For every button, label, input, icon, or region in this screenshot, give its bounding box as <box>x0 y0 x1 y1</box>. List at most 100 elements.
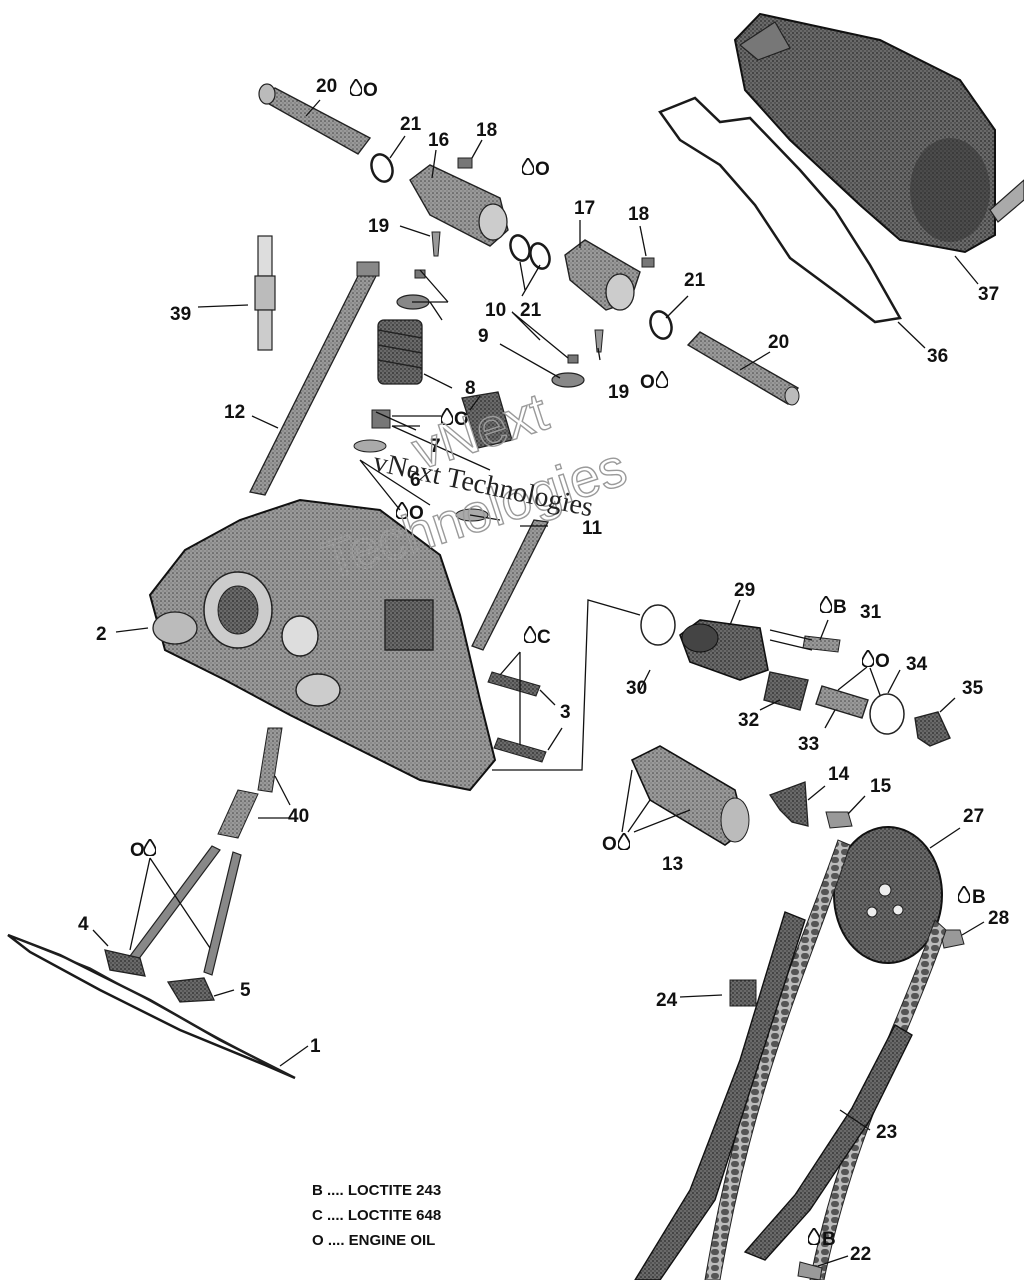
valve-stem-seal-part <box>371 409 391 429</box>
oil-drop-icon <box>656 371 668 388</box>
spring-seat-part <box>353 439 387 453</box>
drop-marker-label: B <box>972 887 986 908</box>
callout-23: 23 <box>876 1122 897 1143</box>
callout-34: 34 <box>906 654 928 675</box>
sprocket-bolt-part <box>939 929 965 949</box>
spark-plug-part <box>254 235 276 351</box>
valve-cover-part <box>733 12 1024 254</box>
callout-3: 3 <box>560 702 571 723</box>
short-stud-part <box>471 519 549 651</box>
adjuster-nut-part <box>641 257 655 268</box>
watermark: vNext Technologies vNext Technologies <box>314 381 634 592</box>
callout-10: 10 <box>485 300 506 321</box>
callout-19: 19 <box>368 216 389 237</box>
oil-drop-icon <box>862 650 874 667</box>
chain-tensioner-guide-part <box>634 911 806 1280</box>
valve-guide-part <box>257 727 283 793</box>
long-stud-part <box>249 261 380 496</box>
callout-30: 30 <box>626 678 647 699</box>
plug-o-ring-part <box>869 693 905 735</box>
drop-marker-label: O <box>602 834 617 855</box>
valve-guide-part <box>217 789 259 839</box>
drop-marker-label: B <box>833 597 847 618</box>
cylinder-head-part <box>148 498 497 792</box>
rocker-shaft-upper-part <box>258 83 372 155</box>
o-ring-part <box>649 310 673 340</box>
oil-drop-icon <box>618 833 630 850</box>
threadlock-drop-icon <box>808 1228 820 1245</box>
callout-9: 9 <box>478 326 489 347</box>
callout-16: 16 <box>428 130 449 151</box>
callout-14: 14 <box>828 764 850 785</box>
o-ring-part <box>529 242 551 270</box>
valve-cover-gasket-part <box>658 96 902 324</box>
drop-marker-label: B <box>822 1229 836 1250</box>
callout-24: 24 <box>656 990 678 1011</box>
threadlock-drop-icon <box>524 626 536 643</box>
camshaft-sprocket-part <box>833 826 943 964</box>
valve-keeper-part <box>567 354 579 364</box>
drop-marker-label: O <box>454 409 469 430</box>
exhaust-valve-part <box>166 851 242 1003</box>
callout-15: 15 <box>870 776 892 797</box>
adjuster-nut-part <box>457 157 473 169</box>
oil-drop-icon <box>522 158 534 175</box>
callout-numbers: 20 21 16 18 19 17 18 21 10 21 9 39 20 19… <box>78 76 1009 1265</box>
callout-8: 8 <box>465 378 476 399</box>
oil-drop-icon <box>350 79 362 96</box>
callout-40: 40 <box>288 806 309 827</box>
callout-7: 7 <box>430 436 441 457</box>
drop-marker-label: O <box>409 503 424 524</box>
valve-spring-part <box>377 319 423 385</box>
thermostat-housing-part <box>679 619 769 681</box>
drop-marker-label: C <box>537 627 551 648</box>
callout-20: 20 <box>316 76 337 97</box>
adjuster-screw-part <box>431 231 441 257</box>
callout-28: 28 <box>988 908 1009 929</box>
drop-marker-label: O <box>640 372 655 393</box>
dowel-pin-part <box>493 737 547 763</box>
drop-marker-label: O <box>130 840 145 861</box>
camshaft-retainer-part <box>769 781 809 827</box>
legend: B .... LOCTITE 243 C .... LOCTITE 648 O … <box>312 1178 441 1253</box>
spring-retainer-part <box>551 372 585 388</box>
housing-bolt-part <box>802 635 841 653</box>
callout-6: 6 <box>410 470 421 491</box>
callout-12: 12 <box>224 402 245 423</box>
threadlock-drop-icon <box>820 596 832 613</box>
callout-21: 21 <box>400 114 422 135</box>
rocker-arm-exhaust-part <box>564 239 641 311</box>
callout-13: 13 <box>662 854 683 875</box>
callout-33: 33 <box>798 734 819 755</box>
callout-27: 27 <box>963 806 984 827</box>
callout-2: 2 <box>96 624 107 645</box>
callout-39: 39 <box>170 304 191 325</box>
legend-loctite-648: C .... LOCTITE 648 <box>312 1207 442 1224</box>
callout-35: 35 <box>962 678 984 699</box>
intake-valve-part <box>104 845 221 977</box>
callout-36: 36 <box>927 346 948 367</box>
callout-17: 17 <box>574 198 595 219</box>
drop-markers: O O O O O C B O O O B B <box>130 79 986 1250</box>
drop-marker-label: O <box>875 651 890 672</box>
adjuster-screw-part <box>594 329 604 353</box>
water-pipe-part <box>763 671 809 711</box>
camshaft-part <box>630 745 750 846</box>
housing-o-ring-part <box>640 604 676 646</box>
callout-18: 18 <box>628 204 649 225</box>
o-ring-part <box>370 153 394 183</box>
callout-31: 31 <box>860 602 882 623</box>
callout-18: 18 <box>476 120 497 141</box>
callout-21: 21 <box>520 300 542 321</box>
callout-32: 32 <box>738 710 759 731</box>
chain-guide-part <box>743 1024 913 1261</box>
drop-marker-label: O <box>535 159 550 180</box>
coolant-pipe-part <box>815 685 869 719</box>
oil-drop-icon <box>144 839 156 856</box>
callout-21: 21 <box>684 270 706 291</box>
drain-plug-part <box>914 711 951 747</box>
tensioner-block-part <box>729 979 757 1007</box>
drop-marker-label: O <box>363 80 378 101</box>
rocker-arm-intake-part <box>409 164 509 247</box>
